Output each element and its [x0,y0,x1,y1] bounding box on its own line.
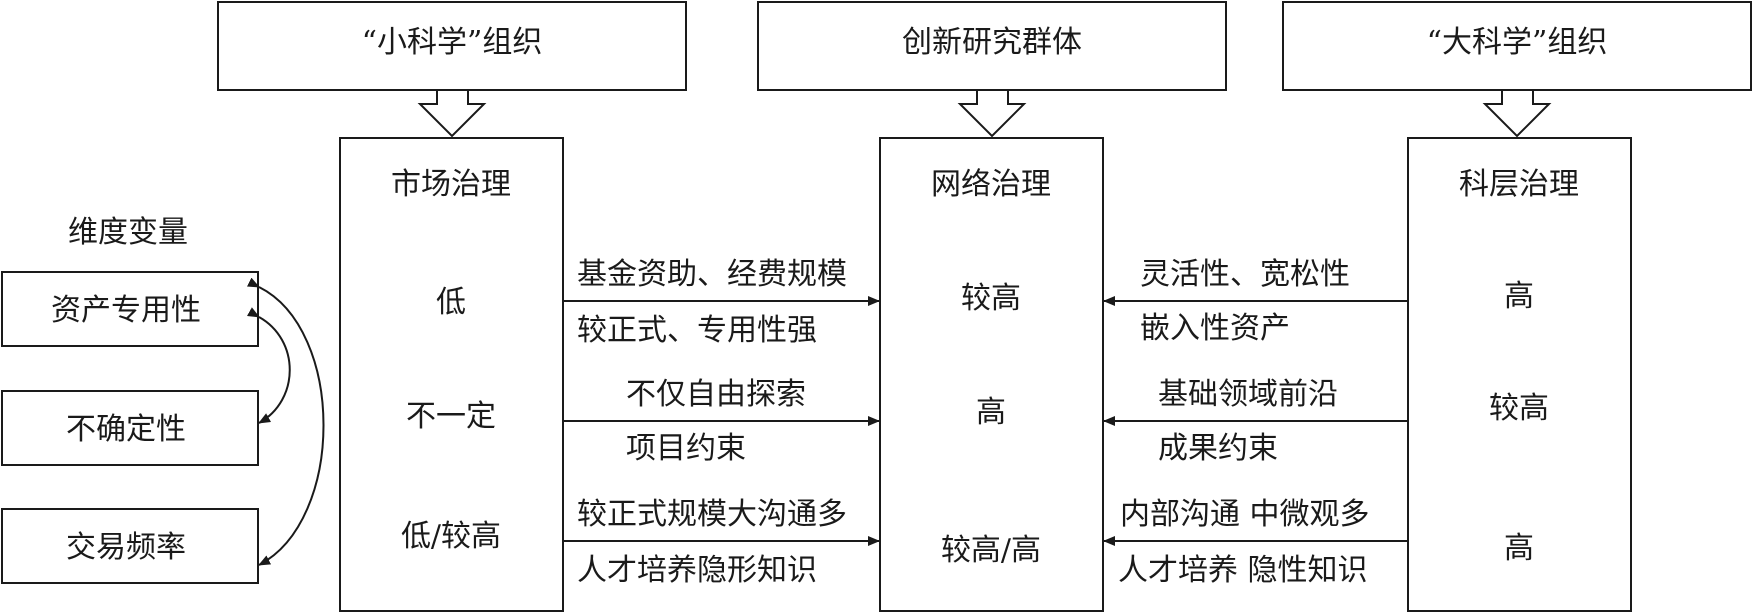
curve-asset-frequency [246,277,325,566]
arrow-hierarchy-network-2-bottom: 成果约束 [1158,431,1278,466]
network-value-frequency: 较高/高 [941,533,1041,568]
network-value-asset: 较高 [961,281,1021,316]
dimension-title: 维度变量 [68,215,188,250]
small-science-box [217,1,687,91]
market-value-frequency: 低/较高 [401,519,501,554]
big-science-label: “大科学”组织 [1427,25,1608,60]
dimension-box-uncertainty [1,390,259,466]
network-value-uncertainty: 高 [976,395,1006,430]
arrow-hierarchy-network-3-bottom: 人才培养 隐性知识 [1118,553,1368,588]
curve-asset-uncertainty [246,307,291,424]
market-value-asset: 低 [436,285,466,320]
arrow-market-network-1-bottom: 较正式、专用性强 [577,313,817,348]
hierarchy-value-asset: 高 [1504,279,1534,314]
innovation-group-label: 创新研究群体 [902,25,1082,60]
dimension-box-frequency [1,508,259,584]
arrow-market-network-1-top: 基金资助、经费规模 [577,257,847,292]
network-governance-title: 网络治理 [931,167,1051,202]
hierarchy-governance-box [1407,137,1632,612]
arrow-hierarchy-network-3-top: 内部沟通 中微观多 [1120,497,1370,532]
dimension-label-uncertainty: 不确定性 [66,412,186,447]
market-governance-box [339,137,564,612]
innovation-group-down-arrow [957,89,1027,138]
arrow-market-network-2-bottom: 项目约束 [626,431,746,466]
big-science-box [1282,1,1752,91]
arrow-hierarchy-network-1-top: 灵活性、宽松性 [1140,257,1350,292]
small-science-label: “小科学”组织 [362,25,543,60]
dimension-label-frequency: 交易频率 [66,530,186,565]
dimension-box-asset-specificity [1,271,259,347]
hierarchy-governance-title: 科层治理 [1459,167,1579,202]
market-governance-title: 市场治理 [391,167,511,202]
arrow-market-network-3-bottom: 人才培养隐形知识 [577,553,817,588]
market-value-uncertainty: 不一定 [406,399,496,434]
arrow-market-network-2-top: 不仅自由探索 [626,377,806,412]
arrow-hierarchy-network-1-bottom: 嵌入性资产 [1140,311,1290,346]
network-governance-box [879,137,1104,612]
dimension-label-asset-specificity: 资产专用性 [51,293,201,328]
arrow-hierarchy-network-2-top: 基础领域前沿 [1158,377,1338,412]
big-science-down-arrow [1482,89,1552,138]
hierarchy-value-frequency: 高 [1504,531,1534,566]
small-science-down-arrow [417,89,487,138]
innovation-group-box [757,1,1227,91]
hierarchy-value-uncertainty: 较高 [1489,391,1549,426]
arrow-market-network-3-top: 较正式规模大沟通多 [577,497,847,532]
